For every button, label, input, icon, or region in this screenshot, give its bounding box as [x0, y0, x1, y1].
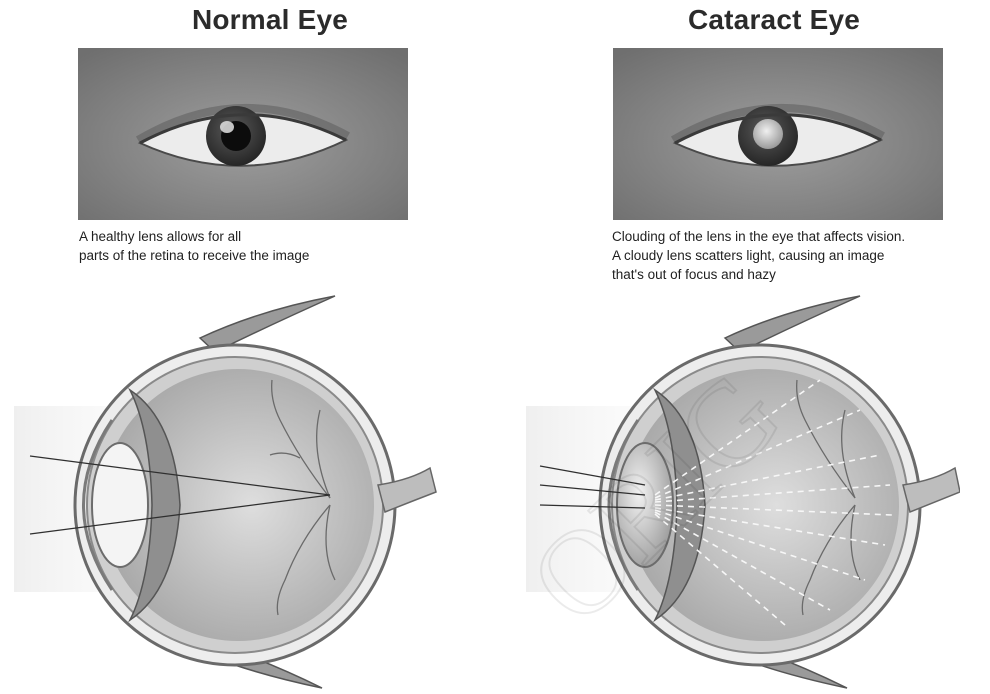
cloudy-lens: [617, 443, 673, 567]
caption-line: Clouding of the lens in the eye that aff…: [612, 227, 905, 246]
caption-line: A healthy lens allows for all: [79, 227, 309, 246]
cloudy-pupil: [753, 119, 783, 149]
upper-eye-muscle: [200, 296, 335, 352]
cataract-eye-caption: Clouding of the lens in the eye that aff…: [612, 227, 905, 284]
cataract-eye-photo: [613, 48, 943, 220]
normal-eye-title: Normal Eye: [60, 4, 480, 36]
cataract-eye-title: Cataract Eye: [564, 4, 984, 36]
normal-eye-cross-section: [0, 280, 440, 694]
caption-line: A cloudy lens scatters light, causing an…: [612, 246, 905, 265]
lens: [92, 443, 148, 567]
cataract-eye-cross-section: [520, 280, 960, 694]
caption-line: parts of the retina to receive the image: [79, 246, 309, 265]
normal-eye-caption: A healthy lens allows for all parts of t…: [79, 227, 309, 265]
normal-eye-photo: [78, 48, 408, 220]
upper-eye-muscle: [725, 296, 860, 352]
